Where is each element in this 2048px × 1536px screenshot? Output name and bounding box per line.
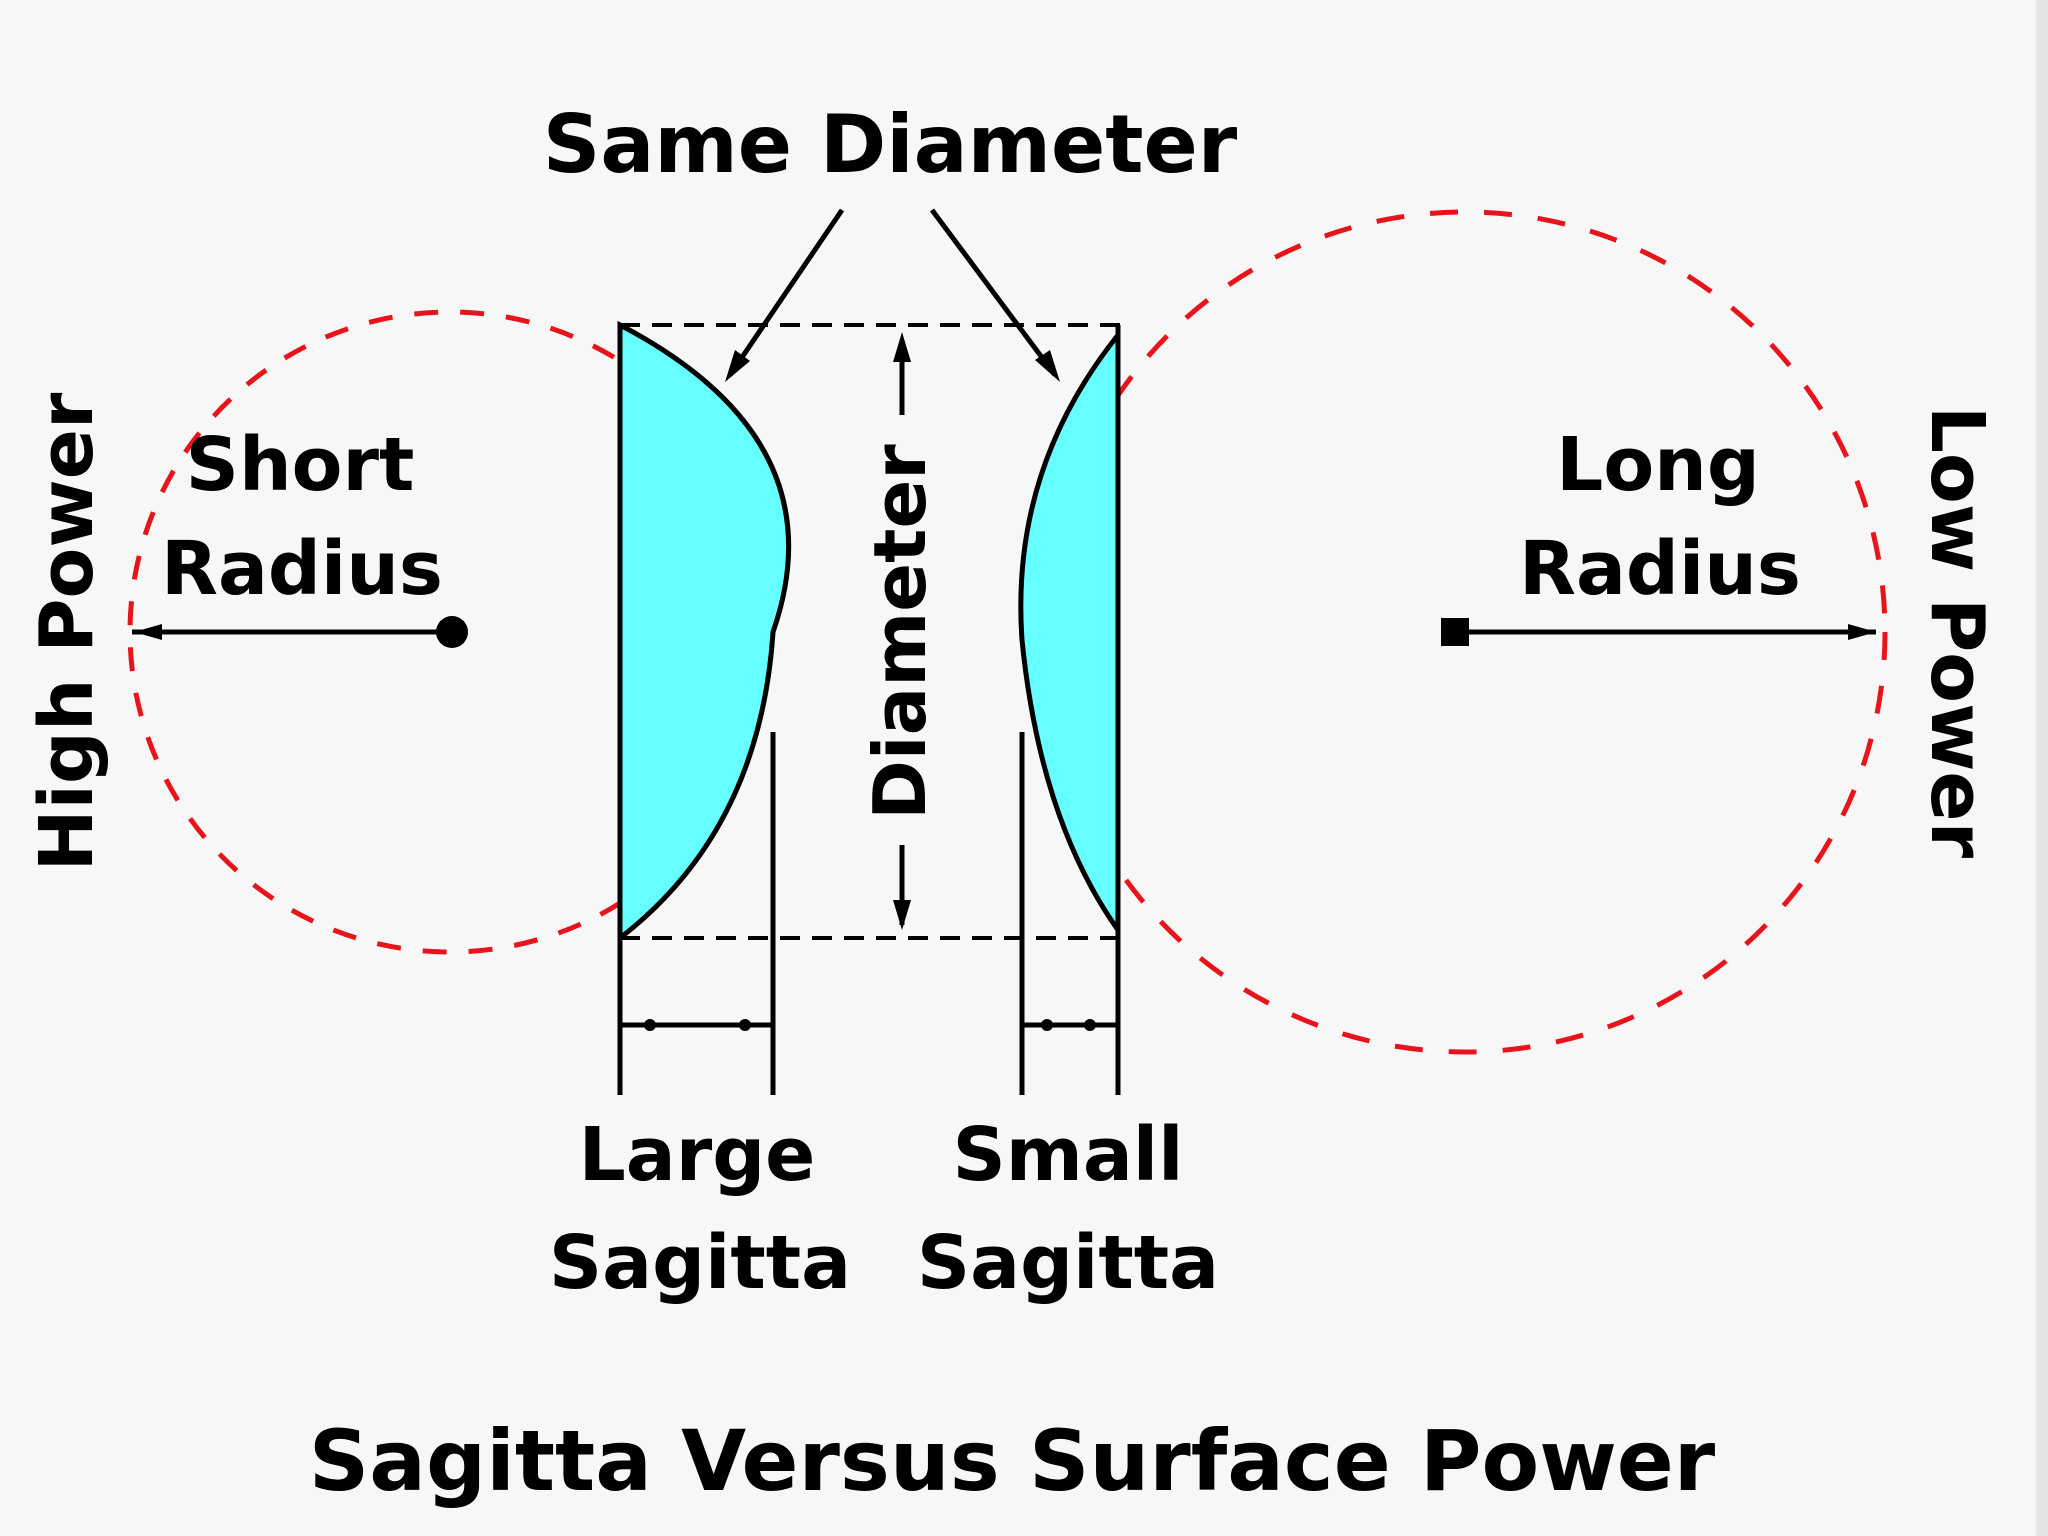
same-diameter-pointer-right-head xyxy=(1035,350,1060,382)
same-diameter-pointer-right xyxy=(929,208,1058,377)
small-sagitta-dimension-mark-left xyxy=(1041,1019,1053,1031)
short-radius-label-line1: Short xyxy=(186,422,415,508)
same-diameter-label: Same Diameter xyxy=(543,98,1238,191)
same-diameter-pointer-left-head xyxy=(725,350,750,382)
long-radius-center-dot xyxy=(1441,618,1469,646)
short-radius-arrowhead xyxy=(134,624,162,640)
large-sagitta-dimension-mark-right xyxy=(739,1019,751,1031)
small-sagitta-label-line2: Sagitta xyxy=(917,1220,1219,1306)
diameter-arrowhead-top xyxy=(893,332,911,362)
short-radius-center-dot xyxy=(436,616,468,648)
short-radius-label-line2: Radius xyxy=(161,526,443,612)
large-sagitta-dimension-mark-left xyxy=(644,1019,656,1031)
small-sagitta-dimension-mark-right xyxy=(1084,1019,1096,1031)
large-sagitta-label-line2: Sagitta xyxy=(549,1220,851,1306)
diameter-label: Diameter xyxy=(858,444,942,820)
large-sagitta-label-line1: Large xyxy=(579,1112,816,1198)
low-power-label: Low Power xyxy=(1914,406,2000,859)
long-radius-label-line2: Radius xyxy=(1519,526,1801,612)
diagram-caption: Sagitta Versus Surface Power xyxy=(309,1412,1716,1510)
same-diameter-pointer-left xyxy=(727,208,845,377)
long-radius-label-line1: Long xyxy=(1556,422,1760,508)
small-sagitta-lens xyxy=(1018,327,1121,938)
diameter-arrowhead-bottom xyxy=(893,900,911,930)
high-power-label: High Power xyxy=(24,392,110,871)
large-sagitta-lens xyxy=(617,320,792,944)
long-radius-arrowhead xyxy=(1848,624,1876,640)
right-edge-strip xyxy=(2036,0,2048,1536)
small-sagitta-label-line1: Small xyxy=(952,1112,1183,1198)
